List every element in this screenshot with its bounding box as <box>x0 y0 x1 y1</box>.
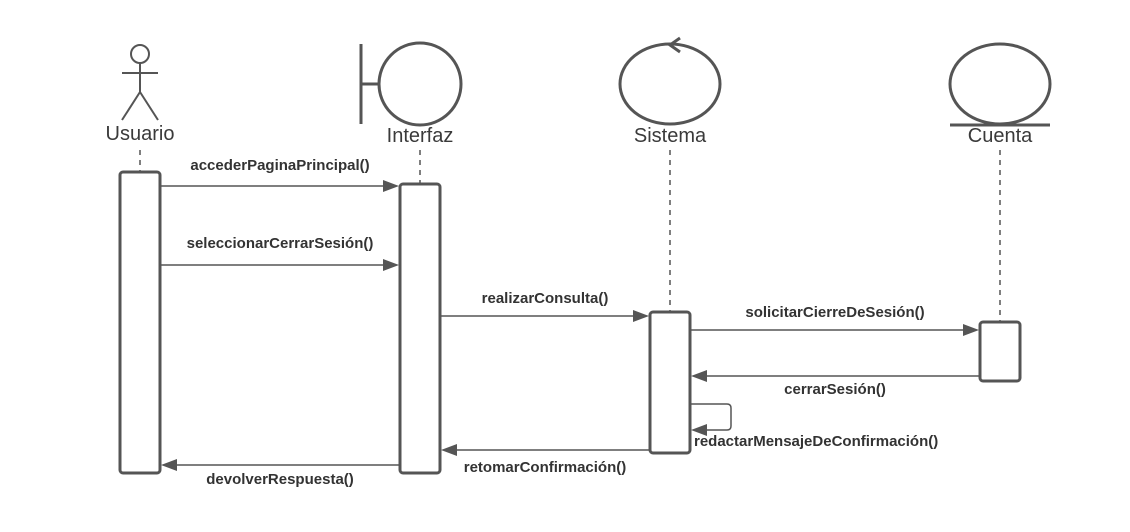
message-label-m4: solicitarCierreDeSesión() <box>745 304 924 321</box>
participant-label-cuenta: Cuenta <box>968 125 1033 147</box>
activation-sistema <box>648 310 692 455</box>
activation-usuario <box>118 170 162 475</box>
message-m8 <box>161 459 400 471</box>
message-m1 <box>160 180 399 192</box>
message-m5 <box>691 370 980 382</box>
participant-label-interfaz: Interfaz <box>387 125 454 147</box>
message-label-m2: seleccionarCerrarSesión() <box>187 235 374 252</box>
message-label-m5: cerrarSesión() <box>784 381 886 398</box>
entity-cuenta-icon <box>948 42 1052 127</box>
boundary-interfaz-icon <box>359 41 463 127</box>
message-label-m6: redactarMensajeDeConfirmación() <box>694 433 938 450</box>
control-sistema-icon <box>618 36 722 126</box>
participant-label-usuario: Usuario <box>106 123 175 145</box>
message-m7 <box>441 444 650 456</box>
message-label-m3: realizarConsulta() <box>482 290 609 307</box>
actor-usuario-icon <box>121 44 159 121</box>
message-label-m1: accederPaginaPrincipal() <box>190 157 369 174</box>
message-m4 <box>690 324 979 336</box>
message-m2 <box>160 259 399 271</box>
message-label-m7: retomarConfirmación() <box>464 459 627 476</box>
message-label-m8: devolverRespuesta() <box>206 471 354 488</box>
message-m6 <box>690 403 732 436</box>
participant-label-sistema: Sistema <box>634 125 707 147</box>
activation-interfaz <box>398 182 442 475</box>
activation-cuenta <box>978 320 1022 383</box>
message-m3 <box>440 310 649 322</box>
